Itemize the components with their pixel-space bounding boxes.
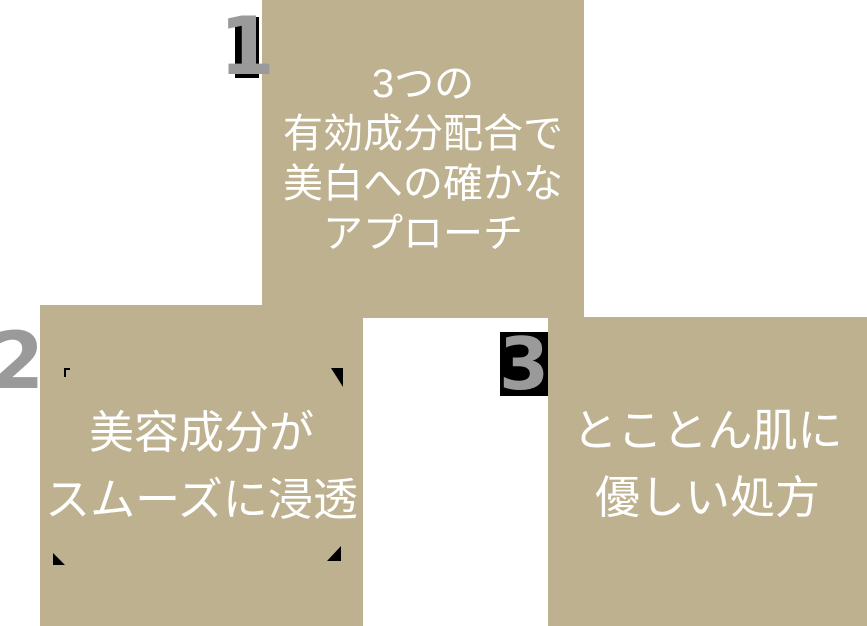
step-number-2: 2 (0, 317, 45, 407)
text-line: 優しい処方 (594, 471, 820, 523)
text-line: 美白への確かな (283, 162, 563, 206)
number-box-1 (235, 17, 259, 78)
step-number-3: 3 (498, 322, 550, 406)
feature-text-3: とことん肌に 優しい処方 (572, 397, 842, 547)
text-line: 3つの (371, 62, 475, 106)
feature-block-3: とことん肌に 優しい処方 (548, 317, 867, 626)
feature-block-2: 美容成分が スムーズに浸透 (40, 305, 363, 626)
number-box-3 (500, 332, 548, 396)
feature-text-1: 3つの 有効成分配合で 美白への確かな アプローチ (283, 59, 563, 259)
step-number-1: 1 (219, 0, 275, 93)
feature-block-1: 3つの 有効成分配合で 美白への確かな アプローチ (262, 0, 584, 318)
text-line: 美容成分が (88, 406, 314, 458)
feature-text-2: 美容成分が スムーズに浸透 (45, 399, 358, 533)
text-line: スムーズに浸透 (45, 473, 358, 525)
text-line: 有効成分配合で (283, 112, 563, 156)
text-line: とことん肌に (572, 404, 843, 456)
text-line: アプローチ (323, 212, 523, 256)
corner-mark-top-left (64, 368, 70, 377)
